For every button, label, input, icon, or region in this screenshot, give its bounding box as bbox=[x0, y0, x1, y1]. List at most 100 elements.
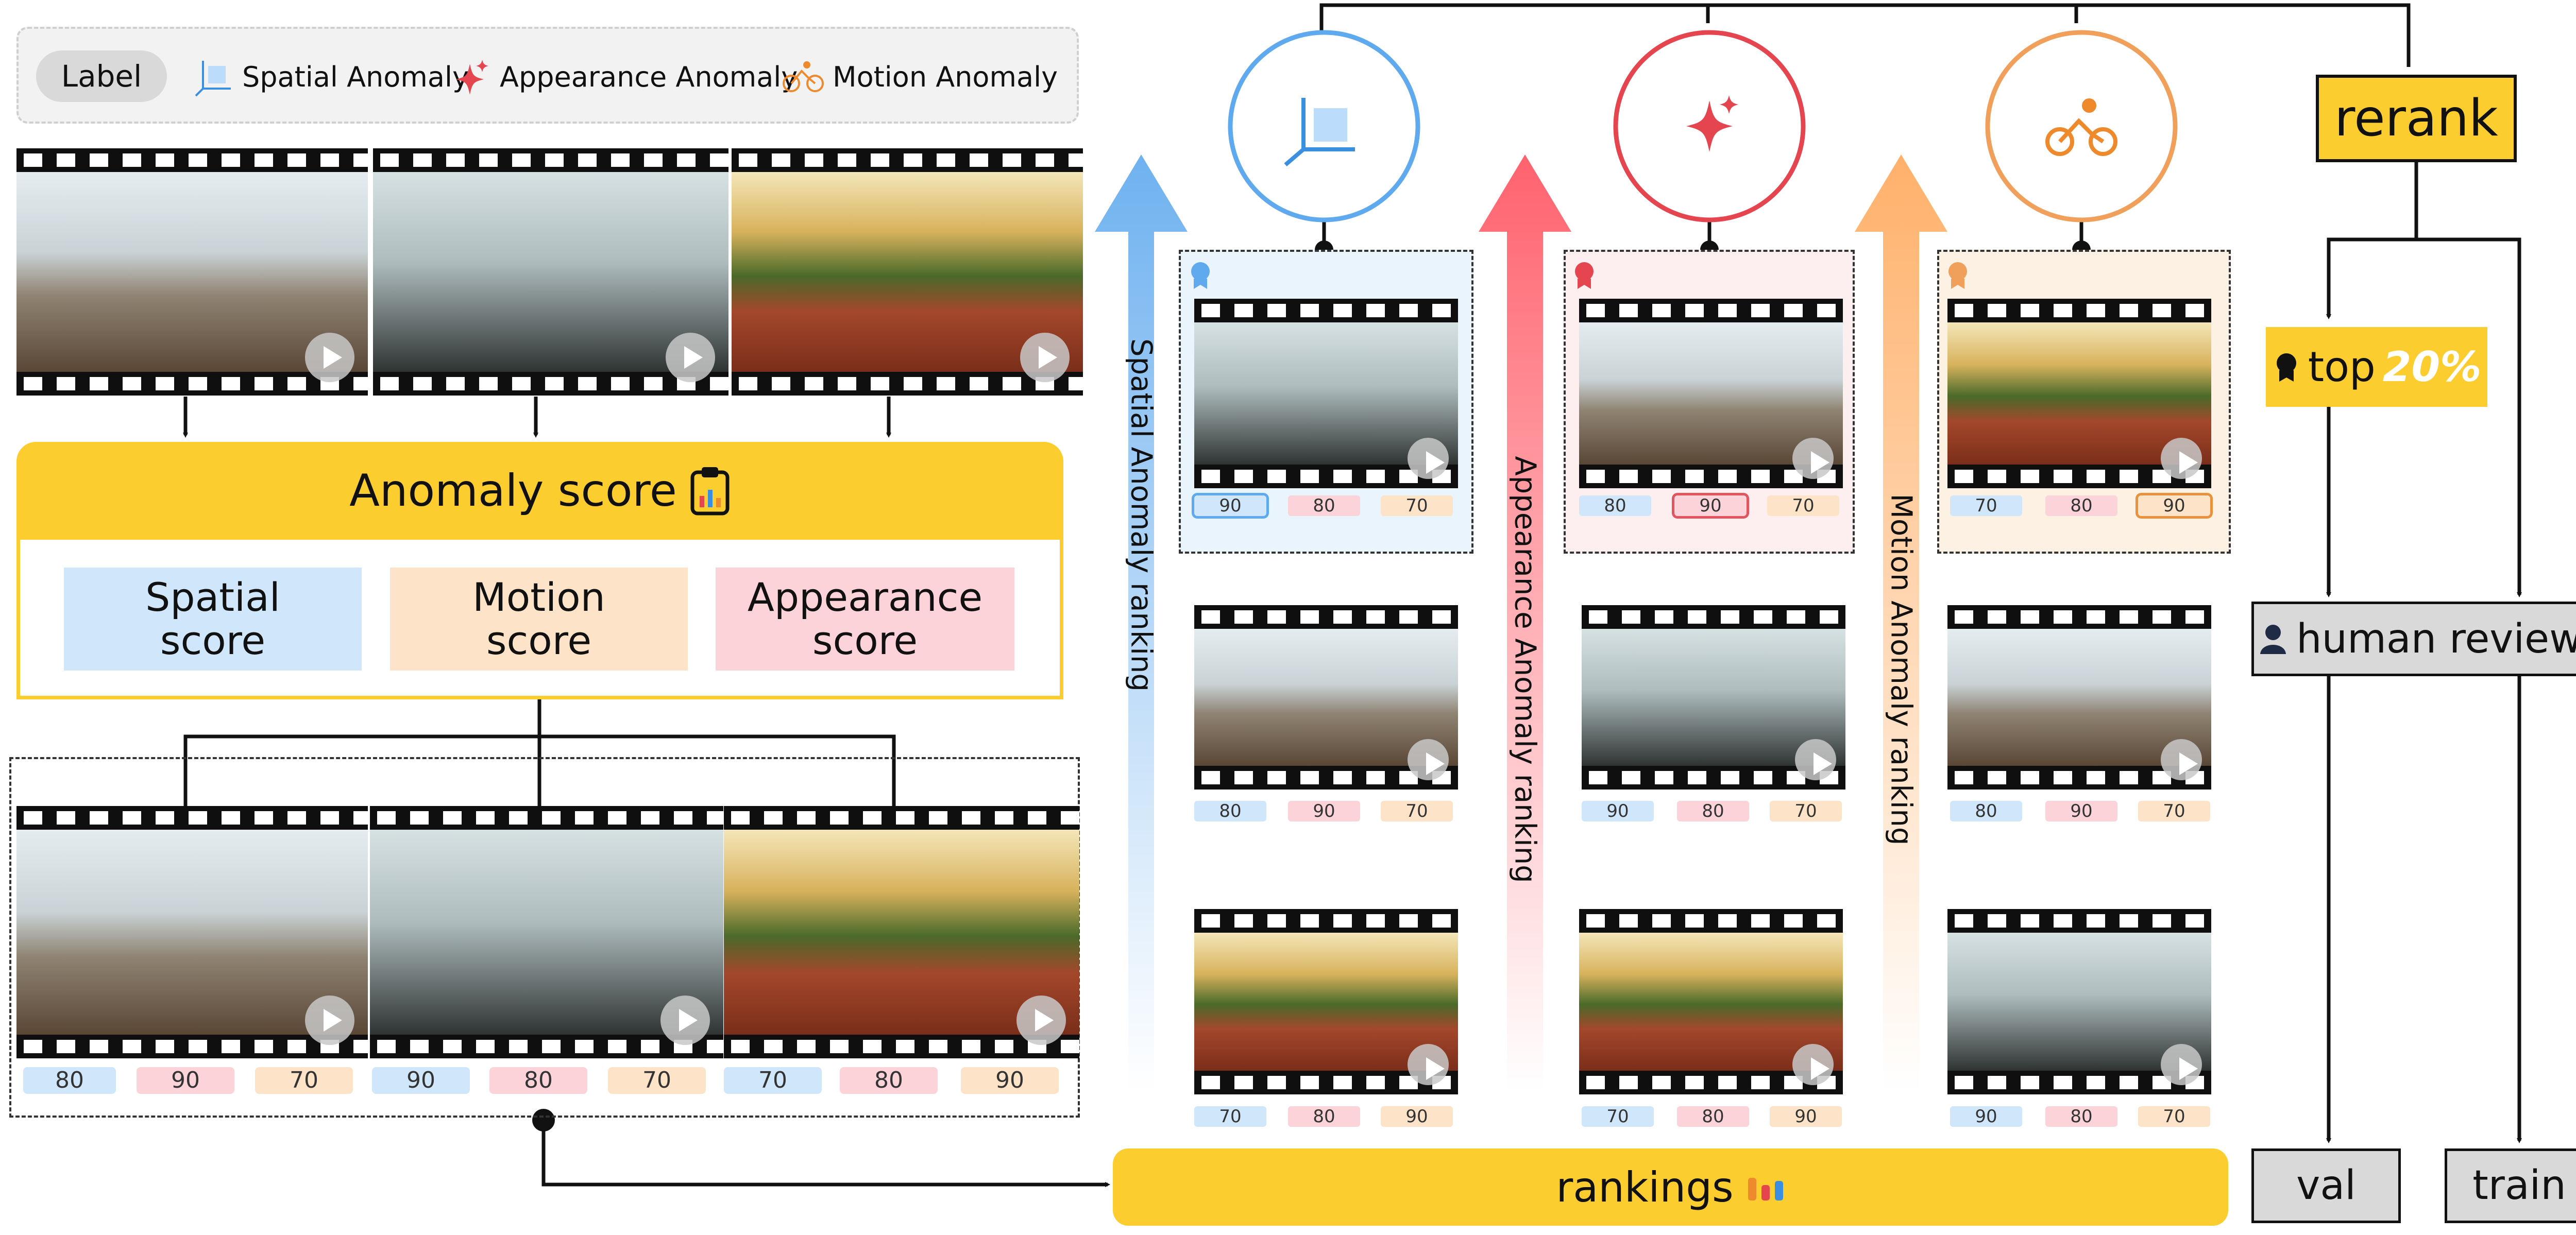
video-mask[interactable] bbox=[373, 148, 728, 396]
scored-video-mask[interactable] bbox=[370, 806, 723, 1058]
video-room[interactable] bbox=[16, 148, 368, 396]
play-icon[interactable] bbox=[660, 996, 710, 1045]
legend-item-label: Motion Anomaly bbox=[833, 61, 1058, 93]
ranked-video-mask[interactable] bbox=[1194, 299, 1458, 488]
anomaly-score-box: Anomaly score Spatial score Motion score… bbox=[16, 442, 1063, 699]
score-badge-spatial: 70 bbox=[724, 1067, 822, 1094]
score-badge-spatial: 80 bbox=[1194, 801, 1266, 821]
score-badge-motion: 90 bbox=[1770, 1106, 1842, 1127]
cyclist-icon bbox=[783, 61, 824, 92]
score-badge-appearance: 90 bbox=[2045, 801, 2117, 821]
motion-ranking-arrow bbox=[1855, 155, 1947, 1092]
appearance-ranking-label: Appearance Anomaly ranking bbox=[1508, 456, 1542, 883]
score-badge-motion: 70 bbox=[608, 1067, 706, 1094]
score-badge-spatial: 90 bbox=[1582, 801, 1654, 821]
legend-item-label: Spatial Anomaly bbox=[242, 61, 469, 93]
play-icon[interactable] bbox=[1020, 333, 1070, 382]
axes-cube-icon bbox=[195, 61, 231, 97]
person-icon bbox=[2260, 624, 2286, 654]
ranked-video-tennis[interactable] bbox=[1579, 909, 1843, 1094]
play-icon[interactable] bbox=[2161, 1044, 2202, 1085]
scored-video-room[interactable] bbox=[16, 806, 368, 1058]
spatial-score: Spatial score bbox=[64, 568, 362, 671]
score-badge-spatial: 70 bbox=[1194, 1106, 1266, 1127]
motion-score: Motion score bbox=[390, 568, 688, 671]
ranked-video-mask[interactable] bbox=[1582, 605, 1845, 790]
play-icon[interactable] bbox=[2161, 438, 2202, 479]
score-badge-spatial: 70 bbox=[1950, 495, 2022, 516]
score-badge-motion: 90 bbox=[961, 1067, 1059, 1094]
score-badge-spatial: 80 bbox=[1579, 495, 1651, 516]
score-badge-appearance: 80 bbox=[489, 1067, 587, 1094]
score-badge-motion: 70 bbox=[2138, 1106, 2210, 1127]
ranked-video-room[interactable] bbox=[1194, 605, 1458, 790]
appearance-score: Appearance score bbox=[716, 568, 1014, 671]
award-icon bbox=[1575, 262, 1594, 289]
score-badge-motion: 90 bbox=[2136, 493, 2213, 519]
award-icon bbox=[2276, 353, 2296, 382]
train-box[interactable]: train bbox=[2445, 1148, 2576, 1223]
play-icon[interactable] bbox=[1792, 438, 1834, 479]
legend-label: Label bbox=[36, 50, 167, 102]
ranked-video-mask[interactable] bbox=[1947, 909, 2211, 1094]
rankings-label: rankings bbox=[1556, 1163, 1734, 1211]
ranked-video-room[interactable] bbox=[1947, 605, 2211, 790]
top-percent-box: top 20% bbox=[2266, 327, 2487, 407]
score-badge-motion: 70 bbox=[255, 1067, 353, 1094]
score-badge-appearance: 80 bbox=[1288, 495, 1360, 516]
spatial-ranking-arrow bbox=[1095, 155, 1188, 1092]
score-badge-appearance: 90 bbox=[137, 1067, 234, 1094]
play-icon[interactable] bbox=[1795, 739, 1836, 780]
ranked-video-room[interactable] bbox=[1579, 299, 1843, 488]
play-icon[interactable] bbox=[1408, 739, 1449, 780]
legend-item-label: Appearance Anomaly bbox=[500, 61, 798, 93]
score-badge-motion: 70 bbox=[1770, 801, 1842, 821]
legend: Label Spatial Anomaly Appearance Anomaly… bbox=[16, 27, 1079, 124]
play-icon[interactable] bbox=[2161, 739, 2202, 780]
human-review-box[interactable]: human review bbox=[2251, 602, 2576, 676]
human-review-label: human review bbox=[2296, 615, 2576, 662]
val-box[interactable]: val bbox=[2251, 1148, 2401, 1223]
score-badge-spatial: 90 bbox=[1950, 1106, 2022, 1127]
spatial-ranking-label: Spatial Anomaly ranking bbox=[1124, 338, 1158, 692]
score-badge-spatial: 80 bbox=[1950, 801, 2022, 821]
ranked-video-tennis[interactable] bbox=[1194, 909, 1458, 1094]
award-icon bbox=[1191, 262, 1210, 289]
play-icon[interactable] bbox=[305, 333, 354, 382]
score-badge-appearance: 80 bbox=[840, 1067, 938, 1094]
score-badge-spatial: 80 bbox=[23, 1067, 116, 1094]
ranked-video-tennis[interactable] bbox=[1947, 299, 2211, 488]
play-icon[interactable] bbox=[305, 996, 354, 1045]
sparkle-icon bbox=[456, 60, 488, 95]
score-badge-appearance: 80 bbox=[1288, 1106, 1360, 1127]
anomaly-score-title: Anomaly score bbox=[349, 465, 677, 517]
score-badge-motion: 70 bbox=[1381, 801, 1453, 821]
play-icon[interactable] bbox=[1792, 1044, 1834, 1085]
score-badge-spatial: 90 bbox=[372, 1067, 470, 1094]
score-badge-spatial: 70 bbox=[1582, 1106, 1654, 1127]
top-label: top bbox=[2308, 343, 2376, 391]
score-badge-appearance: 80 bbox=[1677, 801, 1749, 821]
scored-video-tennis[interactable] bbox=[724, 806, 1079, 1058]
score-badge-appearance: 90 bbox=[1288, 801, 1360, 821]
top-value: 20% bbox=[2382, 343, 2482, 391]
play-icon[interactable] bbox=[1016, 996, 1066, 1045]
cyclist-icon bbox=[2045, 98, 2117, 156]
clipboard-chart-icon bbox=[690, 467, 730, 516]
play-icon[interactable] bbox=[1408, 1044, 1449, 1085]
score-badge-motion: 90 bbox=[1381, 1106, 1453, 1127]
sparkle-icon bbox=[1686, 95, 1738, 152]
rerank-box[interactable]: rerank bbox=[2316, 75, 2517, 162]
motion-ranking-label: Motion Anomaly ranking bbox=[1884, 493, 1918, 846]
play-icon[interactable] bbox=[1408, 438, 1449, 479]
score-badge-appearance: 90 bbox=[1672, 493, 1749, 519]
legend-item-appearance: Appearance Anomaly bbox=[451, 55, 798, 100]
legend-item-spatial: Spatial Anomaly bbox=[194, 55, 469, 100]
play-icon[interactable] bbox=[666, 333, 715, 382]
video-tennis[interactable] bbox=[732, 148, 1083, 396]
score-badge-spatial: 90 bbox=[1192, 493, 1269, 519]
axes-cube-icon bbox=[1284, 98, 1355, 167]
score-badge-appearance: 80 bbox=[2045, 495, 2117, 516]
award-icon bbox=[1948, 262, 1967, 289]
